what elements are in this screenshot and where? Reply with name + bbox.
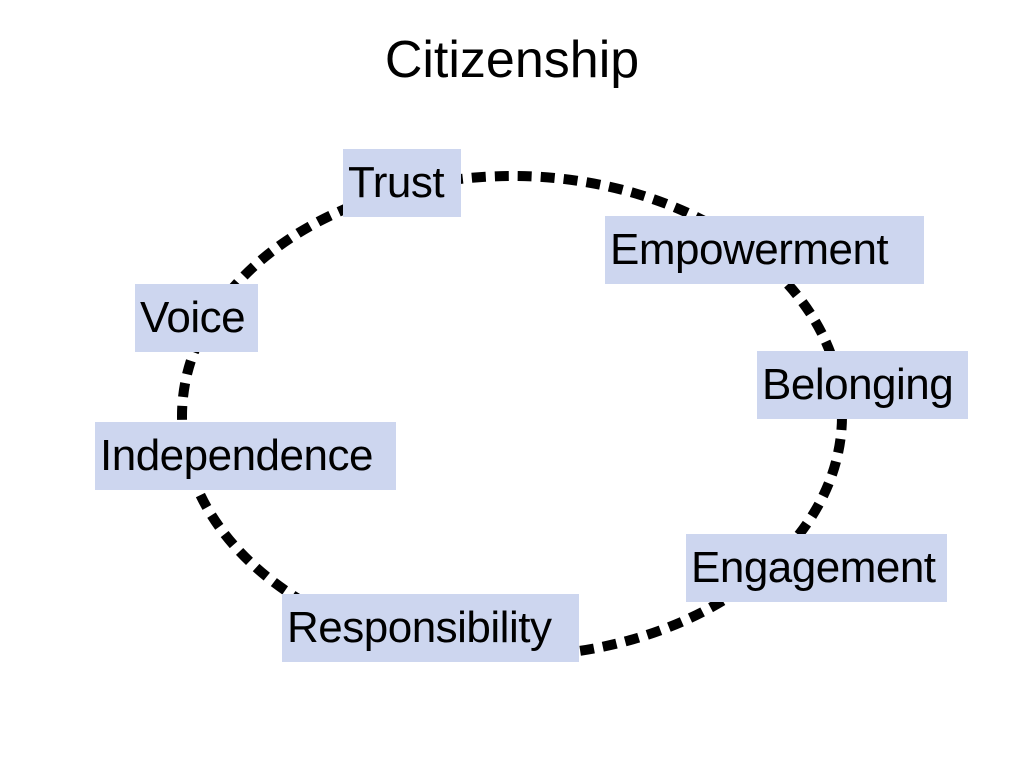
- node-independence: Independence: [95, 422, 396, 490]
- node-belonging: Belonging: [757, 351, 968, 419]
- node-engagement: Engagement: [686, 534, 947, 602]
- node-responsibility: Responsibility: [282, 594, 579, 662]
- node-trust: Trust: [343, 149, 461, 217]
- node-empowerment: Empowerment: [605, 216, 924, 284]
- diagram-title: Citizenship: [384, 31, 640, 89]
- node-voice: Voice: [135, 284, 258, 352]
